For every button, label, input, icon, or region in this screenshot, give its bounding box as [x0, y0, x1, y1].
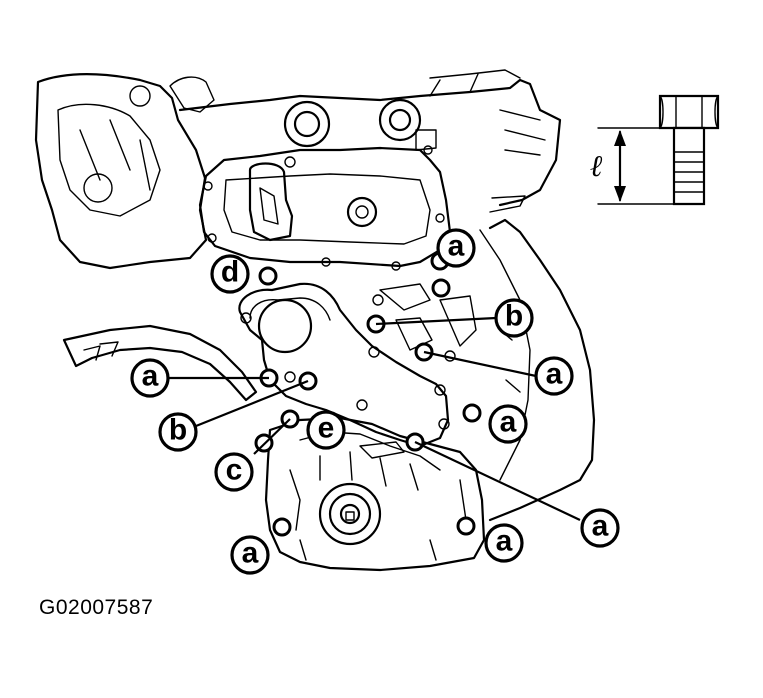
svg-text:a: a: [546, 358, 563, 391]
svg-text:c: c: [226, 454, 243, 487]
callout-a-right-mid: a: [488, 404, 528, 444]
engine-line-art: [34, 69, 596, 572]
svg-text:b: b: [169, 414, 187, 447]
bolt-a7: [272, 517, 292, 537]
callout-a-left: a: [130, 358, 170, 398]
svg-text:b: b: [505, 300, 523, 333]
callout-a-right-upper: a: [534, 356, 574, 396]
callout-c: c: [214, 452, 254, 492]
svg-text:e: e: [318, 412, 335, 445]
bolt-d1: [258, 266, 278, 286]
bolt-a5: [462, 403, 482, 423]
callout-d: d: [210, 254, 250, 294]
callout-a-far-right: a: [580, 508, 620, 548]
svg-text:a: a: [242, 537, 259, 570]
callout-a-bottom-left: a: [230, 535, 270, 575]
callout-a-top-right: a: [436, 228, 476, 268]
bolt-a8: [456, 516, 476, 536]
svg-text:d: d: [221, 256, 239, 289]
svg-text:a: a: [448, 230, 465, 263]
svg-text:a: a: [142, 360, 159, 393]
svg-text:a: a: [496, 525, 513, 558]
svg-text:a: a: [500, 406, 517, 439]
callout-b-right: b: [494, 298, 534, 338]
leader-lines: [168, 316, 581, 521]
length-symbol: ℓ: [590, 150, 603, 183]
svg-text:a: a: [592, 510, 609, 543]
figure-id: G02007587: [39, 596, 154, 619]
callout-a-bottom-right: a: [484, 523, 524, 563]
bolt-a2: [431, 278, 451, 298]
bolt-length-illustration: ℓ: [590, 94, 720, 206]
callout-e: e: [306, 410, 346, 450]
callout-b-left: b: [158, 412, 198, 452]
